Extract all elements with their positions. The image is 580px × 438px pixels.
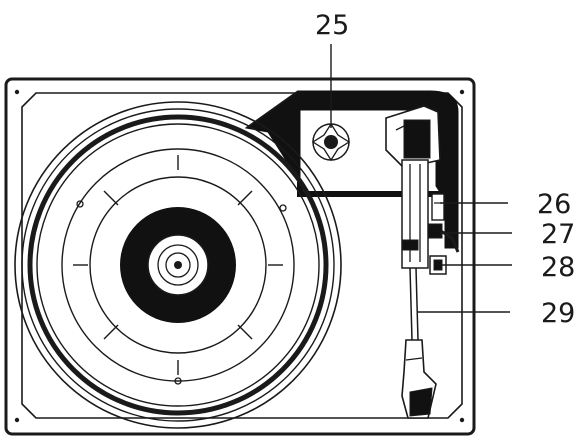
- platter-tick: [237, 190, 253, 206]
- corner-screw: [459, 89, 465, 95]
- callout-26: 26: [537, 189, 571, 220]
- spindle-ring-2: [157, 244, 199, 286]
- callout-27: 27: [541, 219, 575, 250]
- lift-lever-base: [427, 223, 443, 239]
- corner-screw: [14, 417, 20, 423]
- platter-tick: [237, 324, 253, 340]
- arm-lock-inner: [433, 259, 443, 271]
- tonearm-tube-a: [409, 267, 413, 341]
- plinth-outer: [4, 77, 476, 436]
- callout-28: 28: [541, 252, 575, 283]
- callout-29: 29: [541, 298, 575, 329]
- platter-hole: [279, 204, 287, 212]
- button-center: [324, 135, 338, 149]
- platter-hole: [76, 200, 84, 208]
- platter-mat-edge: [61, 148, 295, 382]
- spindle-ring-3: [165, 252, 191, 278]
- callout-25: 25: [315, 10, 349, 41]
- arm-rest-clip: [431, 193, 445, 221]
- cartridge: [409, 387, 433, 417]
- platter: [14, 101, 342, 429]
- spindle-button: [306, 117, 356, 167]
- headshell-detail: [405, 357, 423, 361]
- corner-screw: [14, 89, 20, 95]
- tonearm-assembly: [385, 105, 460, 419]
- leader-lines: [330, 44, 512, 313]
- platter-rim-3: [27, 114, 329, 416]
- tonearm-counterweight: [403, 119, 431, 159]
- platter-tick: [103, 190, 119, 206]
- platter-tick: [103, 324, 119, 340]
- tonearm-dark-panel: [244, 90, 459, 249]
- corner-screw: [459, 417, 465, 423]
- platter-mat-inner: [89, 176, 267, 354]
- spindle: [174, 261, 182, 269]
- platter-rim-4: [36, 123, 320, 407]
- tonearm-housing: [401, 159, 429, 269]
- platter-hole: [174, 377, 182, 385]
- housing-joint: [401, 239, 419, 251]
- pivot-detail: [395, 125, 405, 131]
- platter-rim-outer: [14, 101, 342, 429]
- platter-rim-2: [21, 108, 335, 422]
- tonearm-tube-b: [415, 267, 419, 341]
